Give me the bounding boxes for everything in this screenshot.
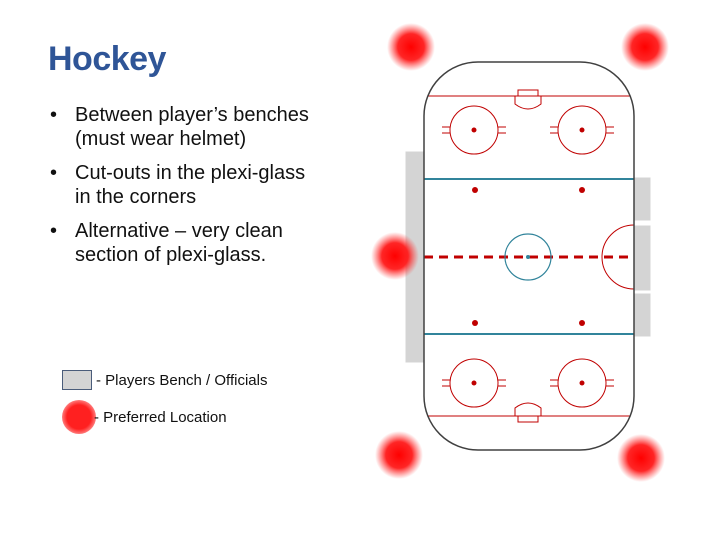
faceoff-circle <box>442 358 506 408</box>
goal-crease-top <box>514 96 542 110</box>
faceoff-dot <box>472 320 478 326</box>
bench-box <box>405 269 425 363</box>
legend-bench-label: - Players Bench / Officials <box>96 371 268 389</box>
referee-crease <box>601 224 634 290</box>
goal-crease-bottom-net <box>517 416 539 423</box>
preferred-location-marker <box>387 23 435 71</box>
legend-bench: - Players Bench / Officials <box>62 368 267 392</box>
center-circle <box>504 233 552 281</box>
officials-box <box>633 293 651 337</box>
faceoff-circle <box>550 105 614 155</box>
faceoff-dot <box>579 320 585 326</box>
faceoff-dot <box>579 187 585 193</box>
bullet-item: Alternative – very clean section of plex… <box>50 219 310 267</box>
goal-crease-top-net <box>517 89 539 96</box>
bullet-item: Cut-outs in the plexi-glass in the corne… <box>50 161 310 209</box>
preferred-location-marker <box>371 232 419 280</box>
officials-box <box>633 177 651 221</box>
center-dot <box>526 255 530 259</box>
preferred-location-marker <box>617 434 665 482</box>
legend-location: - Preferred Location <box>62 400 227 434</box>
faceoff-circle <box>550 358 614 408</box>
rink-boards <box>423 61 635 451</box>
preferred-location-marker <box>621 23 669 71</box>
goal-crease-bottom <box>514 402 542 416</box>
faceoff-circle <box>442 105 506 155</box>
faceoff-dot <box>472 187 478 193</box>
slide-title: Hockey <box>48 40 166 78</box>
preferred-location-swatch <box>62 400 96 434</box>
legend-location-label: - Preferred Location <box>94 408 227 426</box>
bench-swatch <box>62 370 92 390</box>
preferred-location-marker <box>375 431 423 479</box>
officials-box <box>633 225 651 291</box>
bench-box <box>405 151 425 243</box>
bullet-item: Between player’s benches (must wear helm… <box>50 103 310 151</box>
bullet-list: Between player’s benches (must wear helm… <box>50 103 310 277</box>
